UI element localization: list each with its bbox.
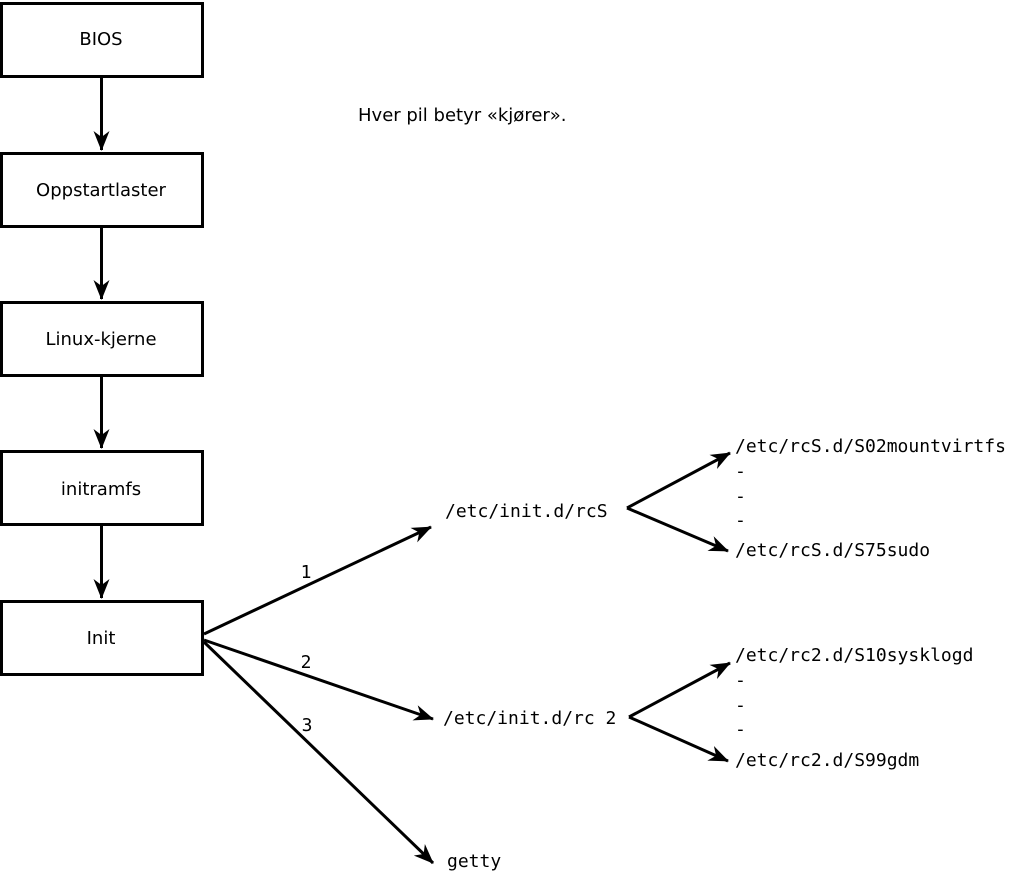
branch-3-number: 3 — [302, 715, 313, 736]
branch-1-number: 1 — [301, 562, 312, 583]
box-initramfs — [0, 450, 204, 526]
rc2-first-script: /etc/rc2.d/S10sysklogd — [735, 645, 973, 666]
rc2-last-script: /etc/rc2.d/S99gdm — [735, 750, 919, 771]
box-linux-kernel — [0, 301, 204, 377]
branch-2-number: 2 — [301, 652, 312, 673]
arrow-init-to-rc2-icon — [203, 638, 434, 721]
target-getty-label: getty — [447, 851, 501, 872]
box-linux-kernel-label: Linux-kjerne — [45, 329, 156, 350]
rcS-ellipsis-3: - — [735, 510, 746, 531]
rcS-ellipsis-1: - — [735, 461, 746, 482]
box-init — [0, 600, 204, 676]
arrow-init-to-getty-icon — [202, 640, 435, 865]
arrow-rc2-to-first-script-icon — [628, 661, 731, 719]
rcS-ellipsis-2: - — [735, 486, 746, 507]
box-bios — [0, 2, 204, 78]
arrow-rcS-to-first-script-icon — [626, 451, 731, 510]
rcS-first-script: /etc/rcS.d/S02mountvirtfs — [735, 436, 1006, 457]
box-bios-label: BIOS — [79, 29, 122, 50]
arrow-meaning-annotation: Hver pil betyr «kjører». — [358, 105, 567, 126]
rc2-ellipsis-2: - — [735, 695, 746, 716]
box-init-label: Init — [87, 628, 116, 649]
box-initramfs-label: initramfs — [61, 479, 141, 500]
arrow-rcS-to-last-script-icon — [626, 506, 729, 553]
box-bootloader-label: Oppstartlaster — [36, 180, 166, 201]
rcS-last-script: /etc/rcS.d/S75sudo — [735, 540, 930, 561]
rc2-ellipsis-1: - — [735, 670, 746, 691]
target-rc2-label: /etc/init.d/rc 2 — [443, 708, 616, 729]
box-bootloader — [0, 152, 204, 228]
arrow-rc2-to-last-script-icon — [628, 715, 729, 763]
target-rcS-label: /etc/init.d/rcS — [445, 501, 608, 522]
arrow-init-to-rcS-icon — [203, 525, 432, 636]
rc2-ellipsis-3: - — [735, 719, 746, 740]
